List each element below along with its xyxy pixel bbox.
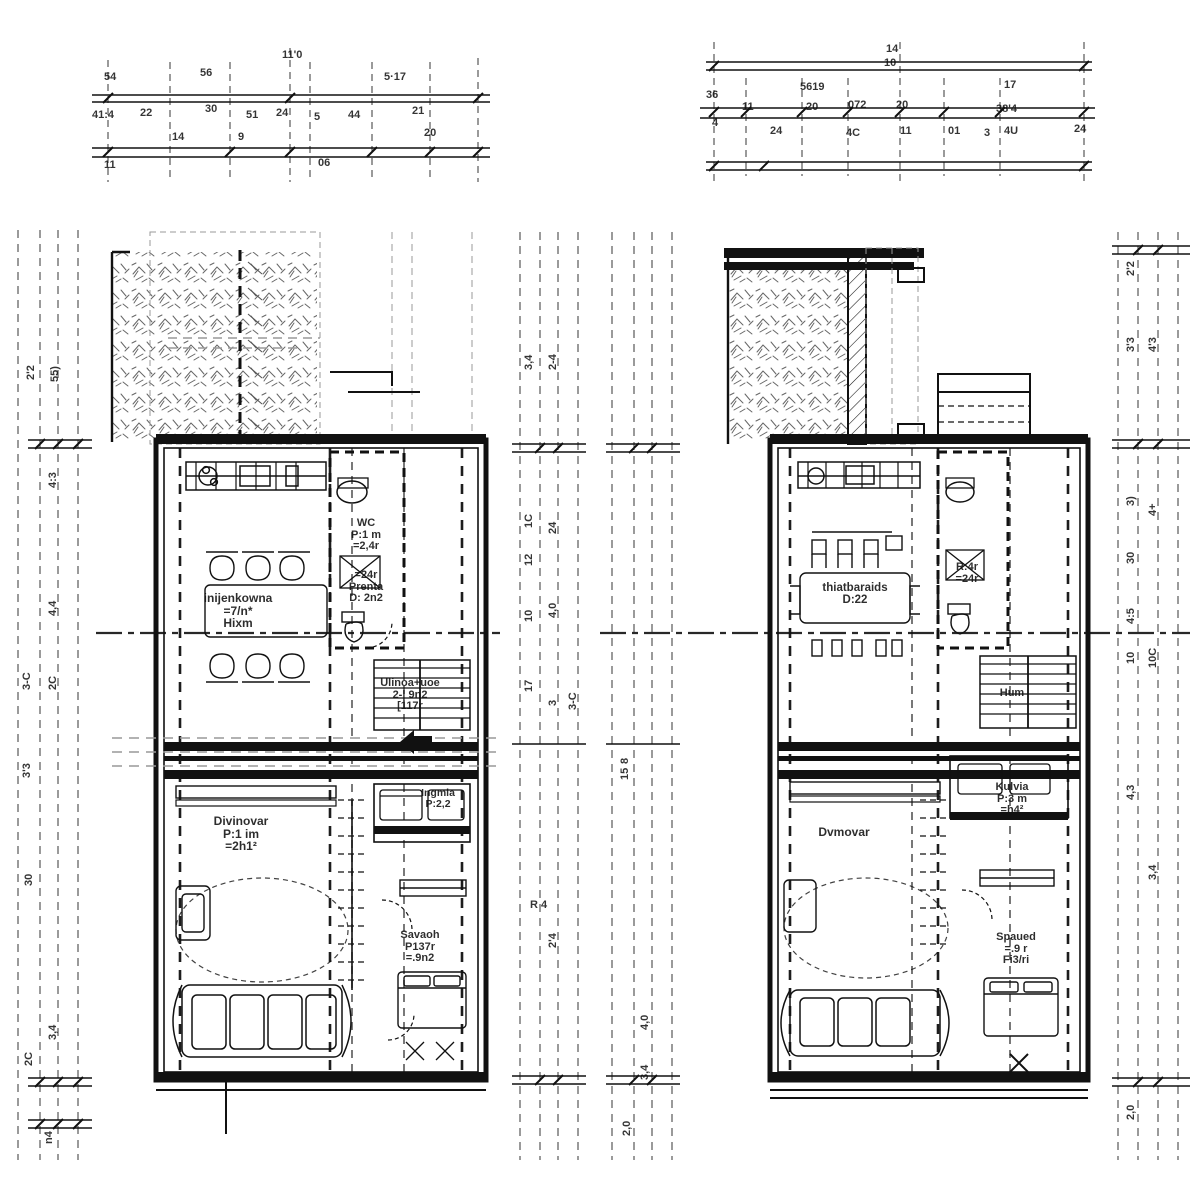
courtyard-right	[724, 247, 925, 445]
bathroom-right	[936, 450, 1010, 650]
kitchen-counter-left	[185, 461, 327, 491]
courtyard-left	[110, 231, 473, 445]
corridor-stair-right	[920, 799, 948, 945]
dining-table-left	[204, 551, 328, 683]
living-room-right	[780, 781, 950, 1057]
plan-left	[110, 231, 500, 1134]
sofa-left	[172, 984, 352, 1058]
dimension-chain-left	[17, 230, 92, 1160]
corridor-stair-left	[338, 799, 366, 990]
party-wall-left	[112, 737, 500, 779]
dimension-band-top-right	[700, 42, 1095, 182]
party-wall-right	[778, 742, 1080, 779]
terrace-left	[156, 1082, 486, 1134]
living-room-left	[172, 785, 455, 1061]
kitchen-counter-right	[797, 461, 921, 489]
sofa-right	[780, 989, 950, 1057]
bedroom-block-left	[373, 783, 471, 1041]
dimension-band-top-left	[92, 48, 490, 182]
terrace-right	[770, 1053, 1088, 1099]
bedroom-block-right	[949, 755, 1069, 1037]
dimension-chain-center	[512, 232, 680, 1160]
stairs-right	[979, 655, 1077, 729]
dimension-chain-right	[1112, 232, 1190, 1160]
plan-right	[724, 247, 1091, 1099]
annex-right	[937, 373, 1031, 441]
dining-table-right	[790, 531, 920, 657]
stairs-left	[373, 659, 471, 754]
bathroom-left	[328, 450, 406, 650]
